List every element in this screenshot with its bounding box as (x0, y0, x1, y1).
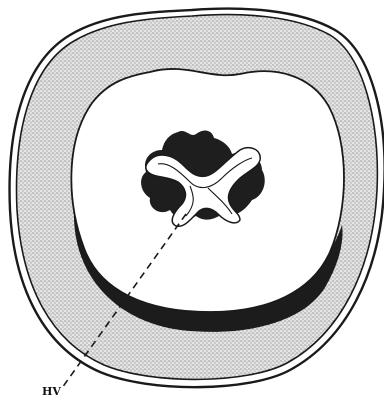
hv-label: HV (42, 385, 61, 398)
